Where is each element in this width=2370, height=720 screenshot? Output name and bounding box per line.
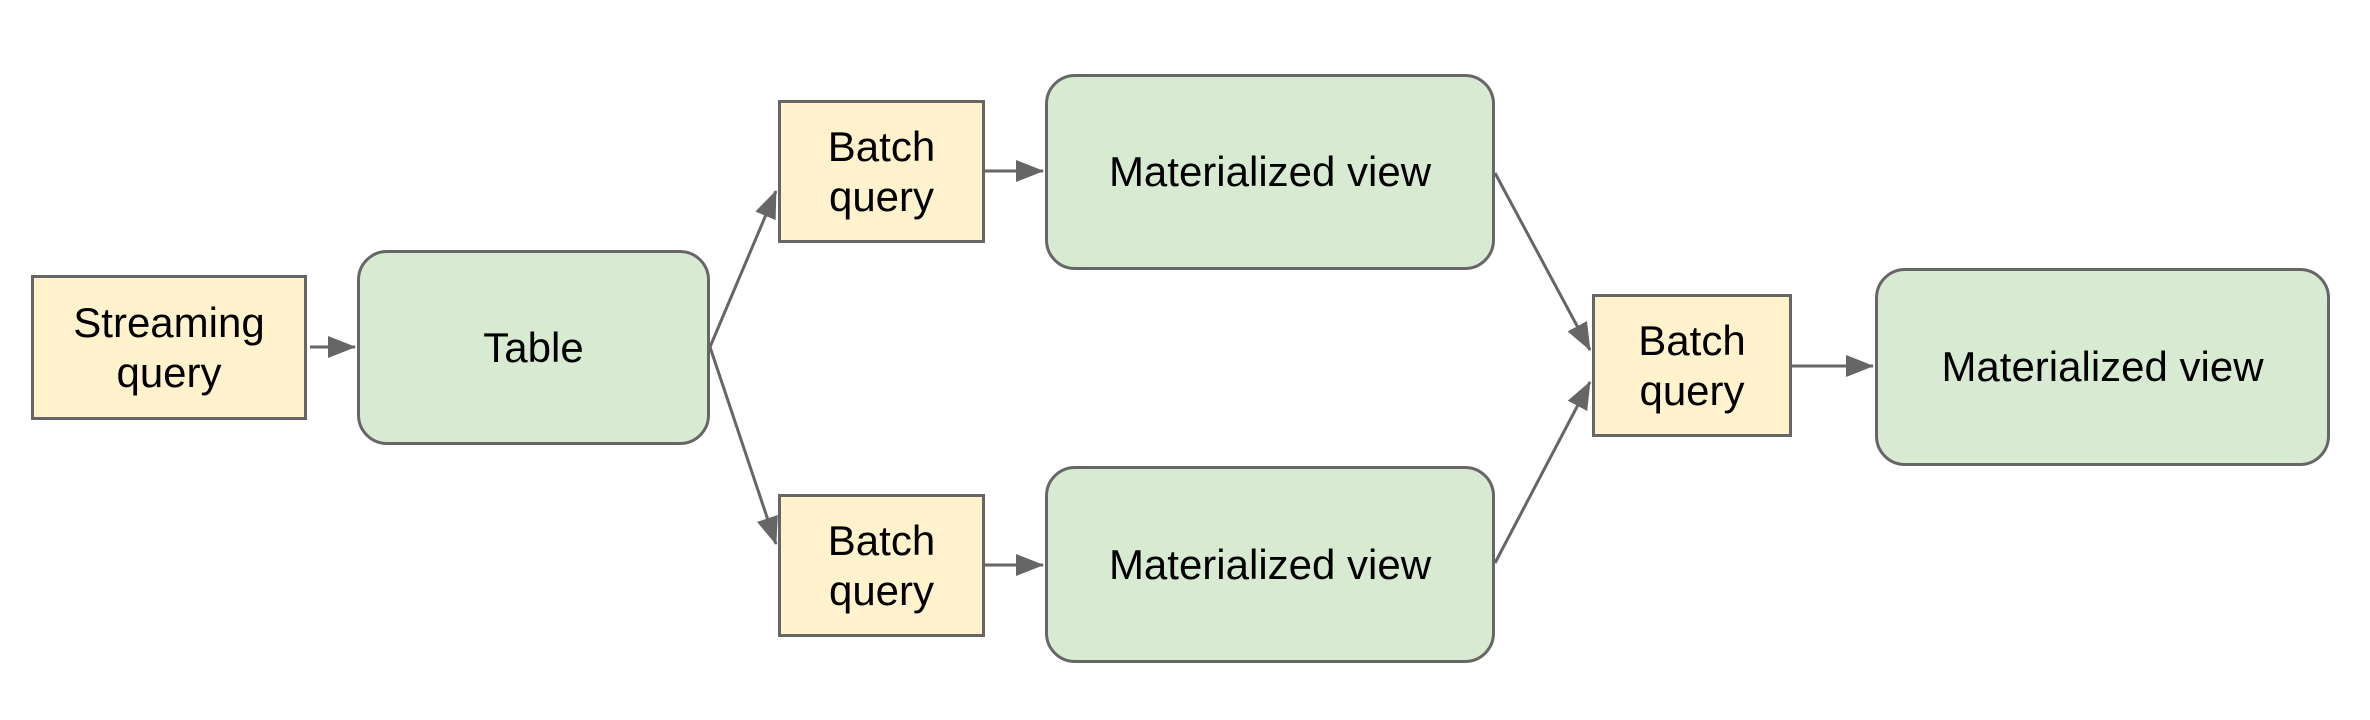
node-table-label: Table bbox=[483, 323, 584, 371]
node-materialized-view-bottom: Materialized view bbox=[1045, 466, 1495, 663]
connector-mv-top-to-batch-merge bbox=[1493, 172, 1592, 351]
node-batch-query-merge: Batch query bbox=[1592, 294, 1792, 437]
node-batch-query-top: Batch query bbox=[778, 100, 985, 243]
node-batch-query-merge-label: Batch query bbox=[1638, 316, 1746, 414]
node-materialized-view-final: Materialized view bbox=[1875, 268, 2330, 466]
connector-mv-bottom-to-batch-merge bbox=[1493, 381, 1592, 564]
node-streaming-query-label: Streaming query bbox=[73, 298, 265, 396]
node-materialized-view-final-label: Materialized view bbox=[1941, 343, 2264, 390]
connector-table-to-batch-top bbox=[708, 190, 778, 348]
node-materialized-view-top: Materialized view bbox=[1045, 74, 1495, 270]
connector-table-to-batch-bottom bbox=[708, 346, 778, 545]
node-streaming-query: Streaming query bbox=[31, 275, 307, 420]
node-batch-query-bottom: Batch query bbox=[778, 494, 985, 637]
node-batch-query-top-label: Batch query bbox=[827, 122, 936, 220]
node-materialized-view-bottom-label: Materialized view bbox=[1108, 540, 1432, 588]
node-table: Table bbox=[357, 250, 710, 445]
node-materialized-view-top-label: Materialized view bbox=[1108, 148, 1432, 195]
node-batch-query-bottom-label: Batch query bbox=[827, 516, 936, 614]
